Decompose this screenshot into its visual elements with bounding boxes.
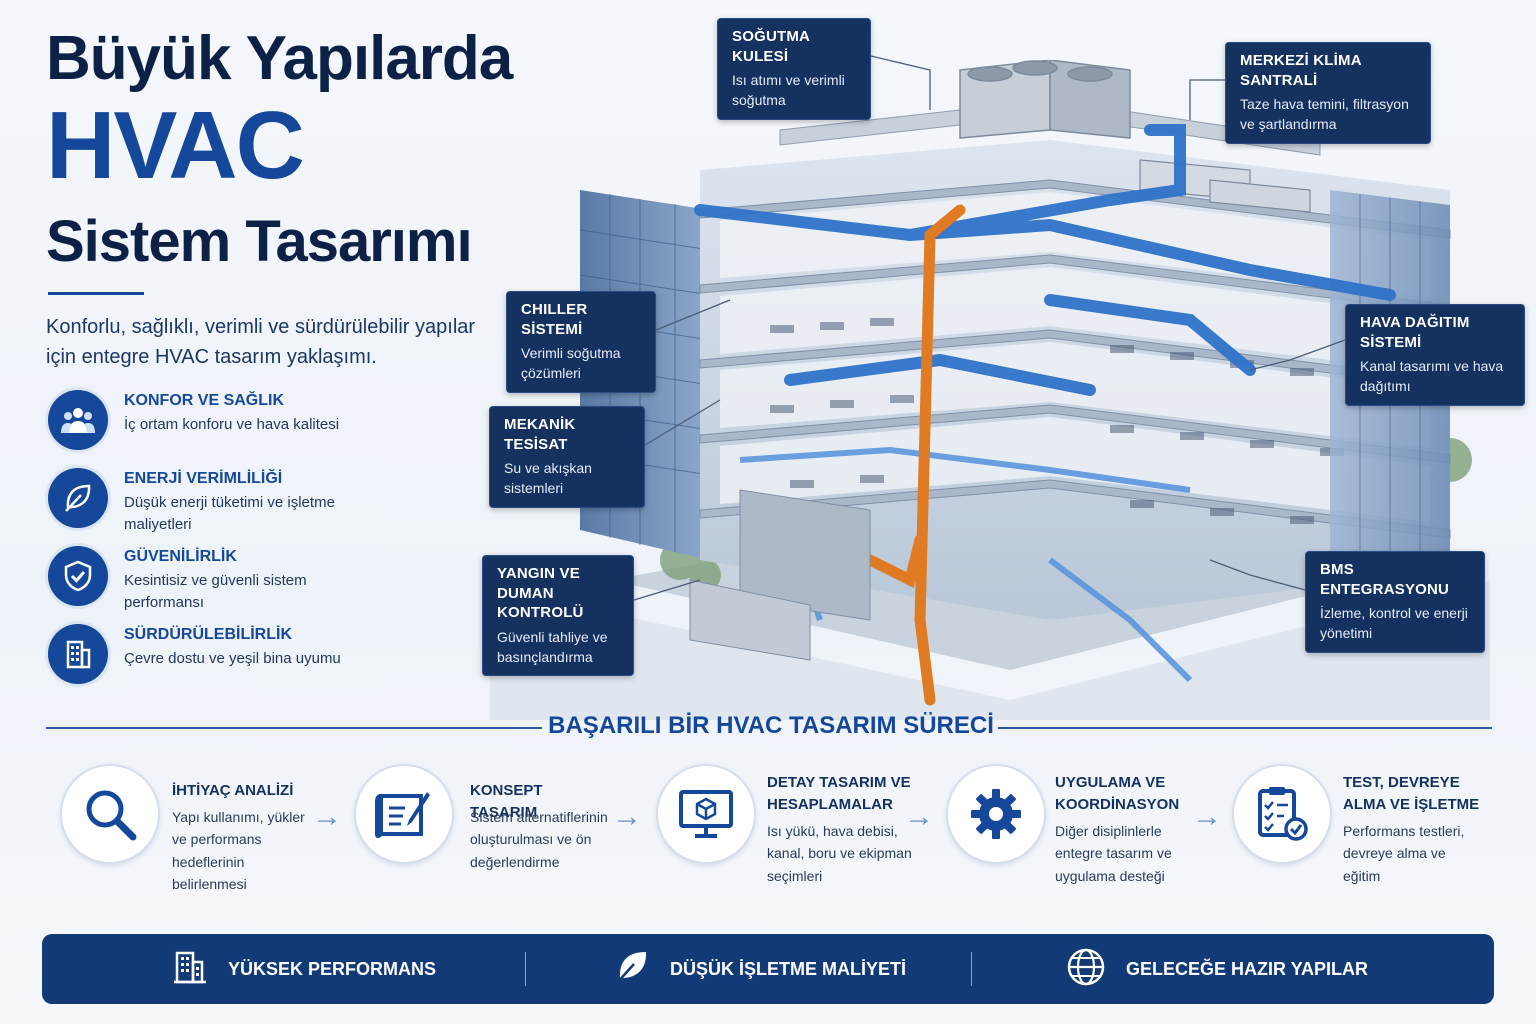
arrow-right-icon: → [312,800,342,833]
callout-desc: Kanal tasarımı ve hava dağıtımı [1360,358,1504,395]
callout-chiller: CHILLER SİSTEMİ Verimli soğutma çözümler… [506,291,656,393]
leaf-icon [48,468,108,528]
divider [525,952,526,986]
gear-icon [946,764,1046,864]
callout-title: YANGIN VE DUMAN KONTROLÜ [497,565,584,621]
step-title: İHTİYAÇ ANALİZİ [172,782,294,799]
banner-label: DÜŞÜK İŞLETME MALİYETİ [670,958,907,979]
callout-desc: Taze hava temini, filtrasyon ve şartland… [1240,96,1409,133]
title-line-3: Sistem Tasarımı [46,209,473,274]
title-line-2: HVAC [46,92,305,199]
callout-title: BMS ENTEGRASYONU [1320,561,1450,598]
callout-mechanical: MEKANİK TESİSAT Su ve akışkan sistemleri [489,406,645,508]
feature-title: ENERJİ VERİMLİLİĞİ [124,470,283,487]
step-desc: Diğer disiplinlerle entegre tasarım ve u… [1055,823,1172,884]
title-line-1: Büyük Yapılarda [46,24,513,93]
callout-desc: İzleme, kontrol ve enerji yönetimi [1320,605,1468,642]
callout-cooling-tower: SOĞUTMA KULESİ Isı atımı ve verimli soğu… [717,18,871,120]
callout-title: MERKEZİ KLİMA SANTRALİ [1240,52,1362,89]
callout-title: SOĞUTMA KULESİ [732,28,810,65]
step-desc: Performans testleri, devreye alma ve eği… [1343,823,1465,884]
step-title: TEST, DEVREYE ALMA VE İŞLETME [1343,774,1480,813]
title-divider [48,292,144,295]
checklist-icon [1232,764,1332,864]
divider [998,727,1492,729]
divider [46,727,542,729]
callout-desc: Verimli soğutma çözümleri [521,345,621,382]
building-icon [172,949,208,990]
divider [971,952,972,986]
step-title: UYGULAMA VE KOORDİNASYON [1055,774,1180,813]
feature-desc: Kesintisiz ve güvenli sistem performansı [124,572,307,611]
callout-ahu: MERKEZİ KLİMA SANTRALİ Taze hava temini,… [1225,42,1431,144]
callout-title: CHILLER SİSTEMİ [521,301,588,338]
globe-icon [1066,947,1106,992]
step-title: DETAY TASARIM VE HESAPLAMALAR [767,774,911,813]
process-title: BAŞARILI BİR HVAC TASARIM SÜRECİ [548,712,994,739]
banner-item-cost: DÜŞÜK İŞLETME MALİYETİ [614,934,906,1004]
feature-comfort: KONFOR VE SAĞLIK İç ortam konforu ve hav… [46,384,346,454]
people-icon [48,390,108,450]
step-desc: Sistem alternatiflerinin oluşturulması v… [470,809,608,870]
feature-energy: ENERJİ VERİMLİLİĞİ Düşük enerji tüketimi… [46,462,346,533]
step-title: KONSEPT TASARIM [470,782,543,821]
benefits-banner: YÜKSEK PERFORMANS DÜŞÜK İŞLETME MALİYETİ… [42,934,1494,1004]
shield-check-icon [48,546,108,606]
arrow-right-icon: → [1192,800,1222,833]
subtitle: Konforlu, sağlıklı, verimli ve sürdürüle… [46,316,476,368]
feature-title: GÜVENİLİRLİK [124,548,237,565]
callout-title: HAVA DAĞITIM SİSTEMİ [1360,314,1470,351]
feature-sustainability: SÜRDÜRÜLEBİLİRLİK Çevre dostu ve yeşil b… [46,618,346,688]
blueprint-icon [354,764,454,864]
leaf-icon [614,949,650,990]
magnifier-icon [60,764,160,864]
feature-desc: İç ortam konforu ve hava kalitesi [124,416,340,433]
arrow-right-icon: → [612,800,642,833]
callout-bms: BMS ENTEGRASYONU İzleme, kontrol ve ener… [1305,551,1485,653]
feature-desc: Düşük enerji tüketimi ve işletme maliyet… [124,494,335,533]
step-desc: Yapı kullanımı, yükler ve performans hed… [172,809,305,893]
callout-air-distribution: HAVA DAĞITIM SİSTEMİ Kanal tasarımı ve h… [1345,304,1525,406]
callout-desc: Güvenli tahliye ve basınçlandırma [497,628,608,665]
callout-leader-lines [633,55,1346,601]
callout-desc: Isı atımı ve verimli soğutma [732,72,845,109]
banner-item-future: GELECEĞE HAZIR YAPILAR [1066,934,1368,1004]
feature-desc: Çevre dostu ve yeşil bina uyumu [124,650,341,667]
building-icon [48,624,108,684]
feature-title: KONFOR VE SAĞLIK [124,392,285,409]
callout-desc: Su ve akışkan sistemleri [504,460,592,497]
feature-title: SÜRDÜRÜLEBİLİRLİK [124,626,292,643]
banner-item-performance: YÜKSEK PERFORMANS [172,934,436,1004]
callout-title: MEKANİK TESİSAT [504,416,576,453]
callout-fire-smoke: YANGIN VE DUMAN KONTROLÜ Güvenli tahliye… [482,555,634,677]
monitor-cube-icon [656,764,756,864]
banner-label: GELECEĞE HAZIR YAPILAR [1126,958,1369,979]
arrow-right-icon: → [904,800,934,833]
feature-reliability: GÜVENİLİRLİK Kesintisiz ve güvenli siste… [46,540,346,611]
banner-label: YÜKSEK PERFORMANS [228,958,437,979]
step-desc: Isı yükü, hava debisi, kanal, boru ve ek… [767,823,912,884]
